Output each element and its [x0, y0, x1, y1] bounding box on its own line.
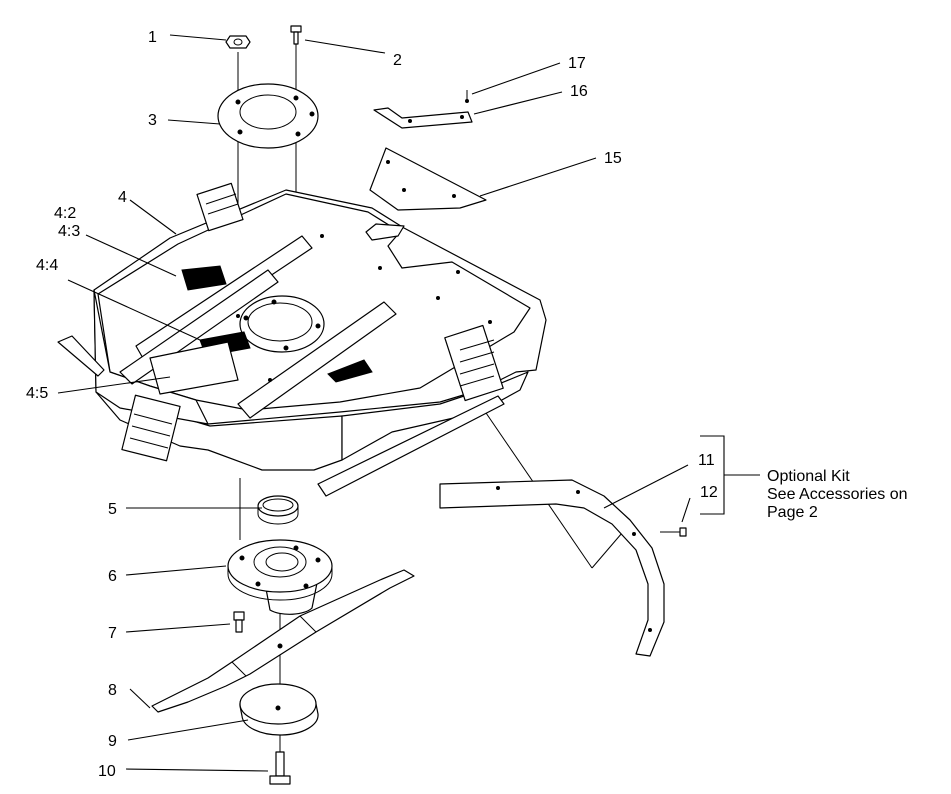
screw-part: [233, 611, 245, 633]
decal-4-5: [149, 341, 239, 395]
kit-bolt-part: [660, 527, 687, 537]
callout-4-4: 4:4: [36, 257, 58, 274]
deflector-plate-part: [369, 147, 487, 211]
callout-12: 12: [700, 484, 718, 501]
callout-17: 17: [568, 55, 586, 72]
callout-4-5: 4:5: [26, 385, 48, 402]
bearing-ring-part: [257, 495, 299, 525]
mounting-plate-part: [217, 83, 319, 149]
callout-10: 10: [98, 763, 116, 780]
callout-15: 15: [604, 150, 622, 167]
callout-4: 4: [118, 189, 127, 206]
callout-5: 5: [108, 501, 117, 518]
blade-washer-part: [239, 683, 319, 736]
bolt-part: [290, 25, 302, 45]
callout-16: 16: [570, 83, 588, 100]
callout-4-2: 4:2: [54, 205, 76, 222]
spindle-housing-part: [227, 539, 333, 615]
baffle-part: [439, 479, 665, 657]
leader-lines: [57, 34, 760, 772]
note-line-3: Page 2: [767, 504, 818, 521]
bracket-part: [373, 107, 473, 129]
note-line-2: See Accessories on: [767, 486, 908, 503]
deck-housing-part: [57, 182, 547, 497]
callout-6: 6: [108, 568, 117, 585]
note-line-1: Optional Kit: [767, 468, 850, 485]
callout-8: 8: [108, 682, 117, 699]
callout-7: 7: [108, 625, 117, 642]
callout-9: 9: [108, 733, 117, 750]
callout-2: 2: [393, 52, 402, 69]
optional-kit-note: Optional Kit See Accessories on Page 2: [767, 468, 908, 521]
callout-11: 11: [698, 452, 715, 469]
pin-part: [465, 90, 469, 103]
latch-left-bottom: [121, 394, 181, 462]
blade-bolt-part: [269, 751, 291, 785]
blade-part: [151, 569, 415, 713]
latch-left-top: [196, 182, 244, 232]
callout-1: 1: [148, 29, 157, 46]
nut-part: [225, 35, 251, 49]
decal-4-3: [181, 265, 227, 291]
callout-labels: 1 2 3 4 4:2 4:3 4:4 4:5 5 6 7 8 9 10 11 …: [26, 29, 718, 780]
latch-right: [444, 324, 504, 402]
callout-3: 3: [148, 112, 157, 129]
callout-4-3: 4:3: [58, 223, 80, 240]
